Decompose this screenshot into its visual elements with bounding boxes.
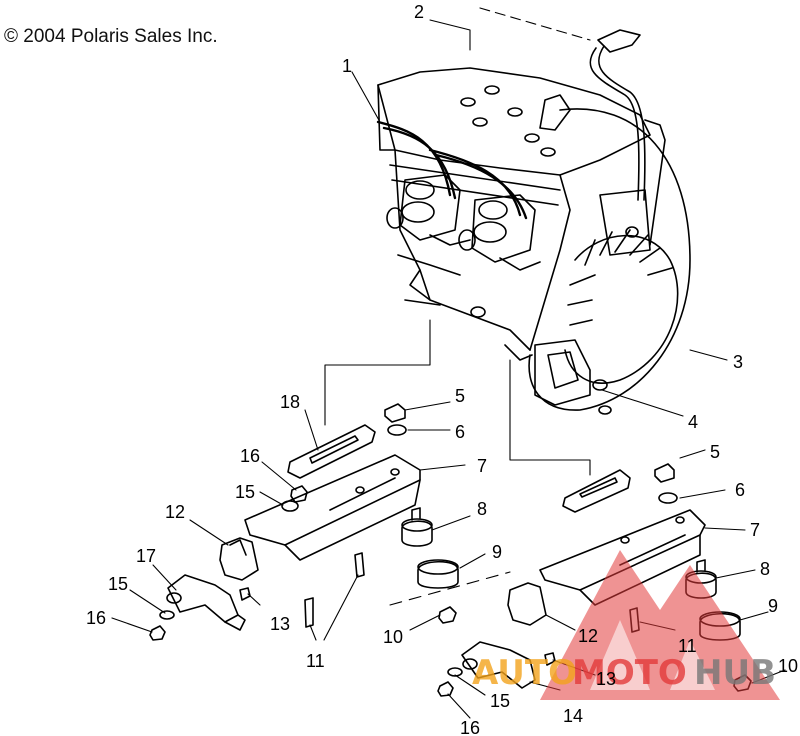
carburetor-right xyxy=(458,194,541,271)
callout-5: 5 xyxy=(455,386,465,406)
callout-6-right: 6 xyxy=(735,480,745,500)
callout-9-right: 9 xyxy=(768,596,778,616)
fuel-lines xyxy=(376,120,528,220)
callout-16-right: 16 xyxy=(460,718,480,736)
callout-2: 2 xyxy=(414,2,424,22)
callout-13: 13 xyxy=(270,614,290,634)
watermark-moto: MOTO xyxy=(572,653,687,693)
callout-15-left: 15 xyxy=(108,574,128,594)
copyright-text: © 2004 Polaris Sales Inc. xyxy=(4,26,218,47)
callout-6: 6 xyxy=(455,422,465,442)
callout-12-right: 12 xyxy=(578,626,598,646)
callout-8-right: 8 xyxy=(760,559,770,579)
ignition-coil xyxy=(599,119,666,256)
callout-16: 16 xyxy=(240,446,260,466)
callout-18: 18 xyxy=(280,392,300,412)
callout-13-right: 13 xyxy=(596,669,616,689)
callout-10-right: 10 xyxy=(778,656,798,676)
callout-12: 12 xyxy=(165,502,185,522)
callout-14: 14 xyxy=(563,706,583,726)
spark-plug-wire xyxy=(539,29,646,201)
watermark-logo: AUTO MOTO HUB xyxy=(472,550,780,700)
callout-7-right: 7 xyxy=(750,520,760,540)
leader-lines xyxy=(111,7,786,719)
engine-assembly xyxy=(377,67,651,361)
callout-10: 10 xyxy=(383,627,403,647)
callout-15-right: 15 xyxy=(490,691,510,711)
callout-15: 15 xyxy=(235,482,255,502)
callout-1: 1 xyxy=(342,56,352,76)
callout-3: 3 xyxy=(733,352,743,372)
callout-11-right: 11 xyxy=(678,636,697,656)
callout-5-right: 5 xyxy=(710,442,720,462)
callout-17: 17 xyxy=(136,546,156,566)
callout-4: 4 xyxy=(688,412,698,432)
recoil-housing xyxy=(528,108,691,415)
callout-labels: 1 2 3 4 5 6 7 8 9 10 11 12 13 14 15 16 1… xyxy=(86,2,798,736)
callout-16-left: 16 xyxy=(86,608,106,628)
left-engine-mount xyxy=(149,403,459,641)
callout-9: 9 xyxy=(492,542,502,562)
callout-11: 11 xyxy=(306,651,325,671)
callout-7: 7 xyxy=(477,456,487,476)
watermark-hub: HUB xyxy=(694,653,776,693)
watermark-auto: AUTO xyxy=(472,653,577,693)
callout-8: 8 xyxy=(477,499,487,519)
